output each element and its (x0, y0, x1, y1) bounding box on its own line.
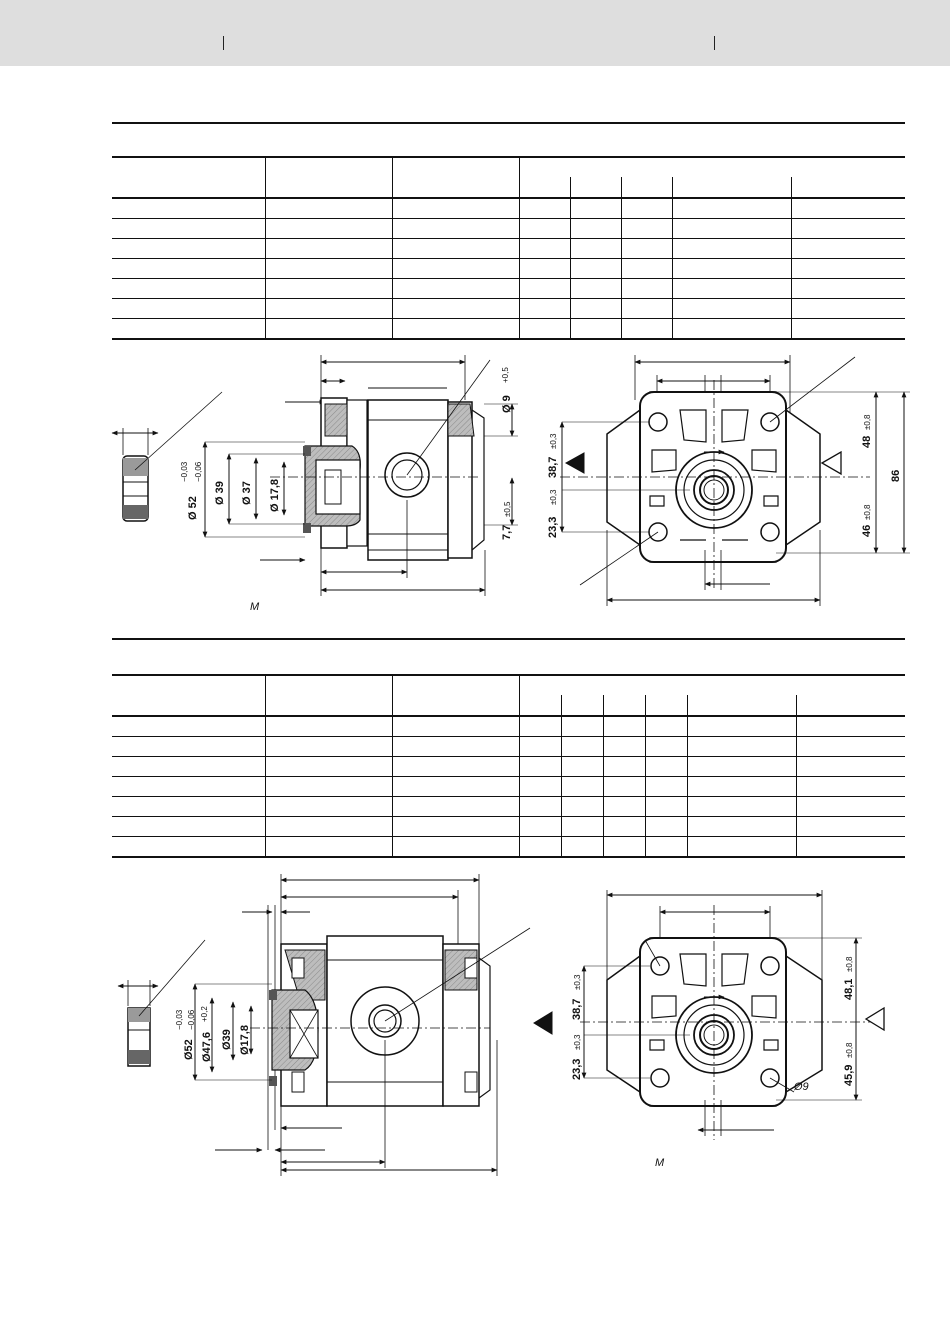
table-row (112, 278, 906, 299)
dim-seal: Ø39 (221, 1029, 233, 1050)
section1-shaft-detail (111, 391, 223, 522)
table-subheader-cell (569, 177, 621, 199)
table-row (112, 736, 906, 757)
dim-flange-dia: Ø 52 (187, 496, 199, 520)
dim-offset: 7,7 (501, 525, 513, 540)
dim-right-upper: 48 (861, 436, 873, 448)
table-subheader-cell (790, 177, 906, 199)
dim-total: 86 (890, 470, 902, 482)
dim-right-upper-tol: ±0,8 (863, 414, 872, 430)
table-header-row (112, 158, 906, 199)
section2-top-rule (112, 638, 905, 640)
section1-spec-table (112, 158, 906, 340)
dim-seal: Ø 37 (241, 481, 253, 505)
table-subheader-cell (671, 177, 791, 199)
label-m: M (250, 601, 260, 613)
table-header-cell (518, 158, 906, 177)
section2-table-top-rule (112, 674, 905, 676)
table-row (112, 258, 906, 279)
table-row (112, 298, 906, 319)
table-row (112, 218, 906, 239)
dim-right-lower-tol: ±0,8 (845, 1042, 854, 1058)
dim-left-upper: 38,7 (547, 457, 559, 478)
dim-offset-tol: ±0,5 (503, 501, 512, 517)
dim-right-lower: 45,9 (843, 1065, 855, 1086)
dim-left-lower: 23,3 (547, 517, 559, 538)
dim-left-upper: 38,7 (571, 999, 583, 1020)
dim-pilot: Ø47,6 (201, 1032, 213, 1062)
dim-left-upper-tol: ±0,3 (573, 974, 582, 990)
table-row (112, 716, 906, 737)
section2-front-view (533, 890, 885, 1140)
table-subheader-row (112, 695, 906, 717)
section1-top-rule (112, 122, 905, 124)
section2-shaft-detail (117, 939, 206, 1067)
table-subheader-row (112, 177, 906, 199)
dim-bolt-hole: Ø 9 (501, 395, 513, 413)
dim-flange-tol-lower: −0,06 (187, 1009, 196, 1030)
dim-left-upper-tol: ±0,3 (549, 433, 558, 449)
dim-pilot-tol: +0,2 (200, 1006, 209, 1022)
section1-front-view (559, 355, 910, 606)
table-row (112, 836, 906, 858)
table-header-row (112, 676, 906, 717)
table-subheader-cell (620, 177, 672, 199)
dim-right-upper: 48,1 (843, 979, 855, 1000)
header-separator (714, 36, 715, 50)
dim-flange-tol-upper: −0,03 (175, 1009, 184, 1030)
dim-flange-tol-upper: −0,03 (180, 461, 189, 482)
dim-shaft: Ø 17,8 (269, 479, 281, 512)
dim-bolt-hole-tol: +0,5 (501, 367, 510, 383)
dim-right-lower: 46 (861, 525, 873, 537)
section2-spec-table (112, 676, 906, 858)
table-header-cell (112, 158, 265, 199)
label-m: M (655, 1157, 665, 1169)
header-separator (223, 36, 224, 50)
table-row (112, 816, 906, 837)
table-row (112, 796, 906, 817)
dim-left-lower: 23,3 (571, 1059, 583, 1080)
dim-hole: Ø9 (793, 1081, 809, 1093)
table-row (112, 318, 906, 340)
dim-right-lower-tol: ±0,8 (863, 504, 872, 520)
dim-flange-dia: Ø52 (183, 1039, 195, 1060)
table-subheader-cell (518, 177, 570, 199)
table-row (112, 776, 906, 797)
dim-flange-tol-lower: −0,06 (194, 461, 203, 482)
table-row (112, 238, 906, 259)
table-header-cell (391, 158, 519, 199)
table-header-cell (264, 158, 392, 199)
table-row (112, 756, 906, 777)
section1-side-view (202, 355, 518, 596)
dim-shaft: Ø17,8 (239, 1025, 251, 1055)
section2-side-view (192, 874, 531, 1176)
page-header-band (0, 0, 950, 66)
table-row (112, 198, 906, 219)
section1-table-top-rule (112, 156, 905, 158)
dim-right-upper-tol: ±0,8 (845, 956, 854, 972)
dim-pilot: Ø 39 (214, 481, 226, 505)
dim-left-lower-tol: ±0,3 (573, 1034, 582, 1050)
dim-left-lower-tol: ±0,3 (549, 489, 558, 505)
